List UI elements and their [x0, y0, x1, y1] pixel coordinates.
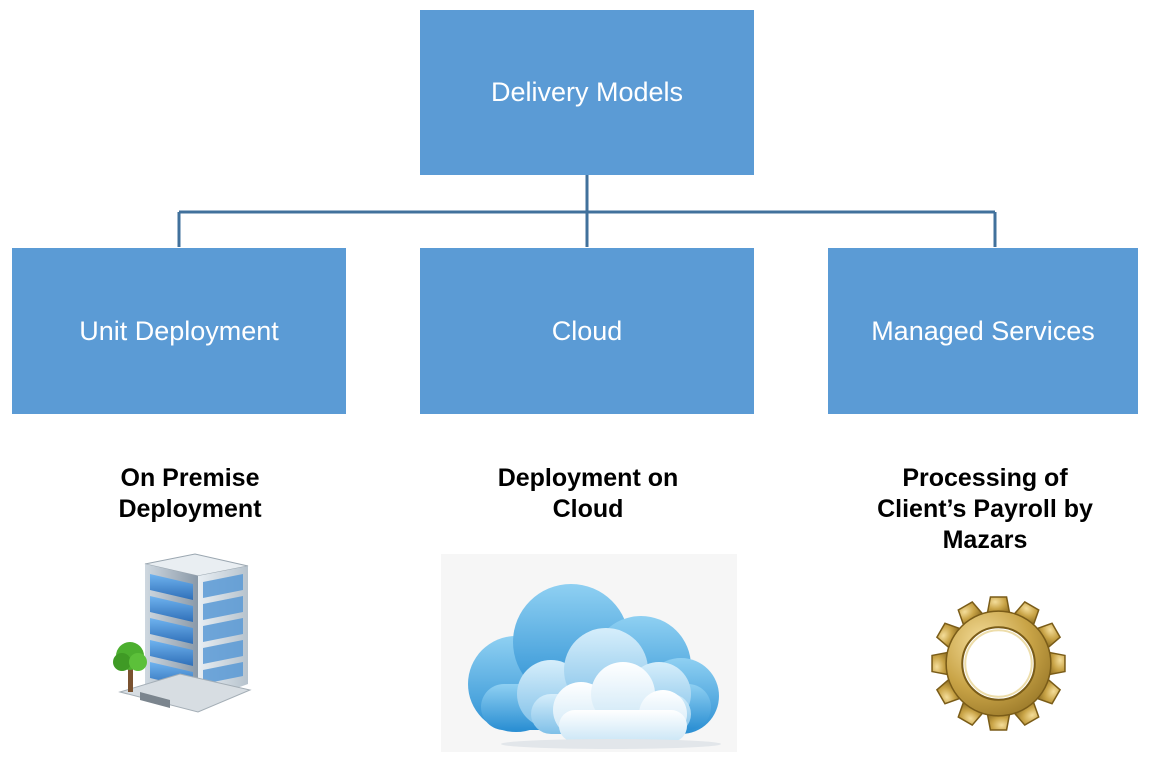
caption-line: Processing of [902, 464, 1068, 492]
managed-services-caption: Processing of Client’s Payroll by Mazars [835, 463, 1135, 556]
cloud-label: Cloud [551, 315, 623, 346]
delivery-models-box: Delivery Models [420, 10, 754, 175]
managed-services-box: Managed Services [828, 248, 1138, 414]
delivery-models-label: Delivery Models [490, 77, 684, 107]
caption-line: Cloud [552, 495, 624, 523]
gear-icon [931, 596, 1066, 731]
caption-line: Deployment [118, 495, 262, 523]
caption-line: On Premise [120, 464, 260, 492]
cloud-caption: Deployment on Cloud [438, 463, 738, 525]
on-premise-caption: On Premise Deployment [40, 463, 340, 525]
caption-line: Deployment on [497, 464, 679, 492]
caption-line: Client’s Payroll by [877, 495, 1093, 523]
caption-line: Mazars [942, 526, 1028, 554]
cloud-icon [441, 554, 737, 752]
managed-services-label: Managed Services [871, 315, 1095, 346]
cloud-box: Cloud [420, 248, 754, 414]
unit-deployment-label: Unit Deployment [79, 315, 279, 346]
office-building-icon [113, 553, 252, 713]
unit-deployment-box: Unit Deployment [12, 248, 346, 414]
